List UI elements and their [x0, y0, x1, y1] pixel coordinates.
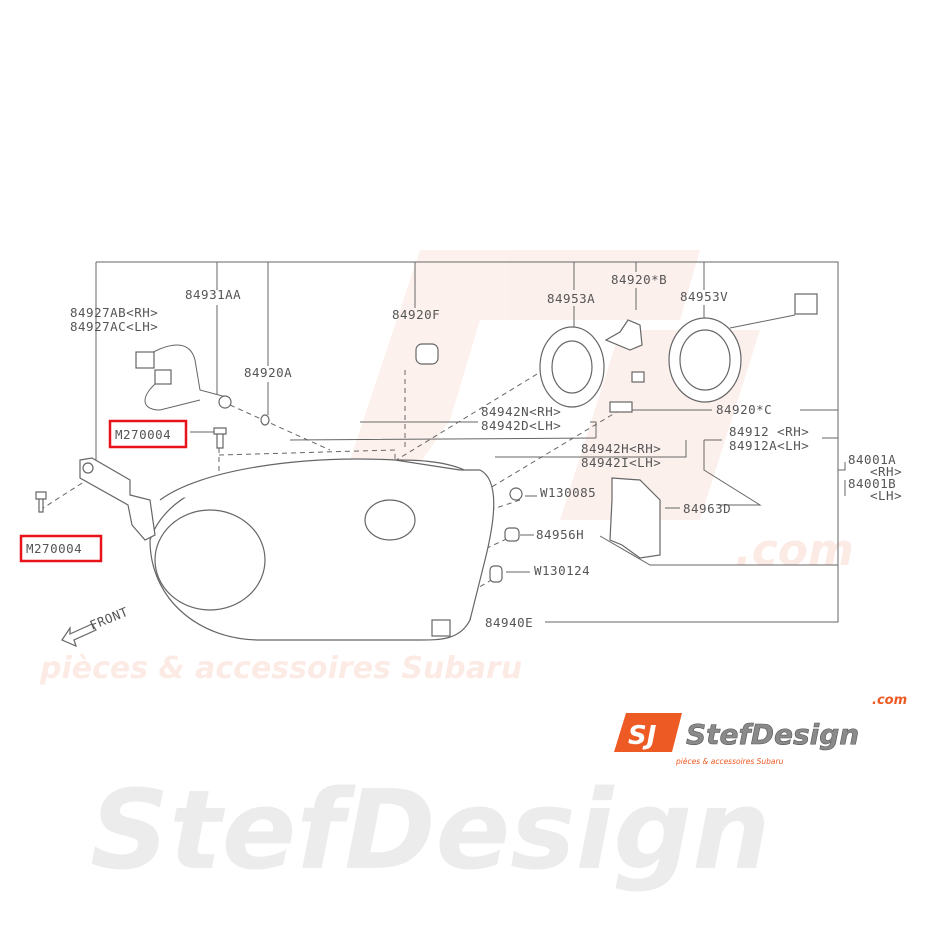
watermark-s-shape [330, 250, 700, 520]
label-w130124: W130124 [534, 563, 590, 578]
label-84942i: 84942I<LH> [581, 455, 661, 470]
front-arrow: FRONT [61, 604, 131, 648]
stefdesign-logo: SJ StefDesign .com pièces & accessoires … [614, 693, 907, 766]
leader-lines [95, 261, 846, 623]
front-label: FRONT [88, 604, 131, 633]
bracket-icon [79, 457, 156, 541]
small-parts [489, 477, 661, 583]
label-84001a-side: <RH> [870, 464, 902, 479]
label-84942d: 84942D<LH> [481, 418, 561, 433]
label-84953v: 84953V [680, 289, 728, 304]
label-w130085: W130085 [540, 485, 596, 500]
logo-mark-shape [614, 713, 682, 752]
highlight-box-lower [19, 534, 103, 563]
logo-brand: StefDesign [686, 718, 859, 751]
label-m270004-upper[interactable]: M270004 [115, 427, 171, 442]
headlamp-assembly [149, 458, 495, 641]
socket-ring-icon [668, 293, 818, 403]
label-84931aa: 84931AA [185, 287, 241, 302]
watermark-brand: StefDesign [90, 766, 770, 894]
label-84927ac: 84927AC<LH> [70, 319, 158, 334]
label-84001b: 84001B [848, 476, 896, 491]
watermark-tagline: pièces & accessoires Subaru [39, 651, 522, 686]
logo-mark: SJ [628, 721, 657, 751]
label-84953a: 84953A [547, 291, 595, 306]
wiring-harness-icon [135, 344, 270, 426]
logo-tagline: pièces & accessoires Subaru [675, 757, 784, 766]
label-84001a: 84001A [848, 452, 896, 467]
label-84927ab: 84927AB<RH> [70, 305, 158, 320]
highlight-box-upper [108, 419, 188, 449]
label-84920a: 84920A [244, 365, 292, 380]
label-84920f: 84920F [392, 307, 440, 322]
label-84912: 84912 <RH> [729, 424, 809, 439]
label-84920c: 84920*C [716, 402, 772, 417]
label-84001b-side: <LH> [870, 488, 902, 503]
part-labels: 84927AB<RH> 84927AC<LH> 84931AA 84920A 8… [19, 272, 902, 630]
label-84956h: 84956H [536, 527, 584, 542]
label-m270004-lower[interactable]: M270004 [26, 541, 82, 556]
watermark-domain: .com [735, 525, 854, 576]
label-84940e: 84940E [485, 615, 533, 630]
label-84912a: 84912A<LH> [729, 438, 809, 453]
bolt-icon [35, 427, 227, 513]
bulb-icon [415, 319, 645, 413]
dust-cover-ring-icon [539, 326, 605, 408]
label-84920b: 84920*B [611, 272, 667, 287]
label-84942n: 84942N<RH> [481, 404, 561, 419]
logo-domain: .com [872, 693, 907, 708]
label-84942h: 84942H<RH> [581, 441, 661, 456]
label-84963d: 84963D [683, 501, 731, 516]
